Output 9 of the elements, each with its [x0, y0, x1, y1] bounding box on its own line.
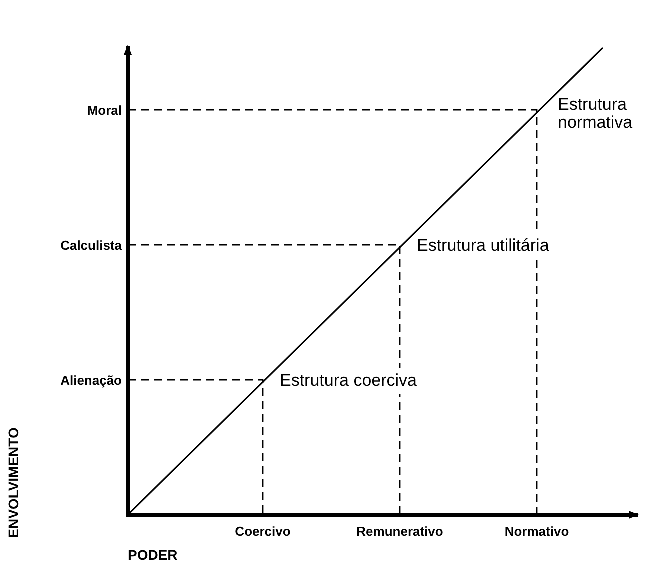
- axis-tick-label: Alienação: [60, 372, 122, 390]
- axis-tick-label: Coercivo: [235, 523, 291, 541]
- axis-title: PODER: [128, 546, 178, 565]
- axis-tick-label: Remunerativo: [356, 523, 444, 541]
- point-label: Estrutura coerciva: [280, 368, 417, 394]
- axis-tick-label: Calculista: [60, 237, 122, 255]
- axis-tick-label: Normativo: [504, 523, 570, 541]
- axis-tick-label: Moral: [86, 102, 122, 120]
- axis-title: ENVOLVIMENTO: [4, 428, 22, 538]
